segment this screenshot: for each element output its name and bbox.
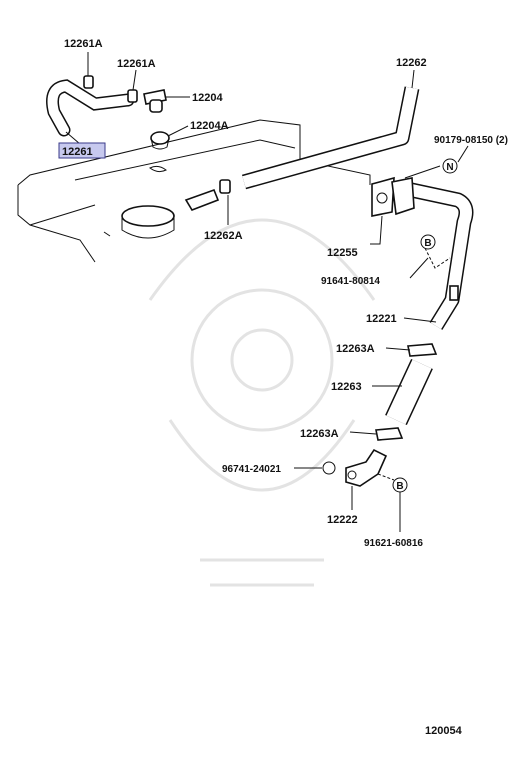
- cylinder-head-cover: [17, 119, 371, 263]
- clamp-12263A-b[interactable]: [375, 427, 404, 441]
- label-12204[interactable]: 12204: [192, 92, 223, 104]
- label-12263A-2[interactable]: 12263A: [300, 428, 339, 440]
- svg-text:B: B: [396, 481, 403, 492]
- callout-N: N: [442, 158, 458, 174]
- pcv-valve-12204[interactable]: [143, 89, 167, 113]
- o-ring-96741[interactable]: [322, 461, 336, 475]
- label-12261A-top[interactable]: 12261A: [64, 38, 103, 50]
- label-12221[interactable]: 12221: [366, 313, 397, 325]
- label-12204A[interactable]: 12204A: [190, 120, 229, 132]
- label-91621-60816[interactable]: 91621-60816: [364, 538, 423, 549]
- clamp-12261A-a[interactable]: [83, 75, 94, 89]
- label-12263A-1[interactable]: 12263A: [336, 343, 375, 355]
- watermark-emblem: [148, 218, 376, 587]
- label-96741-24021[interactable]: 96741-24021: [222, 464, 281, 475]
- svg-text:N: N: [446, 162, 453, 173]
- label-12262[interactable]: 12262: [396, 57, 427, 69]
- label-12261[interactable]: 12261: [62, 146, 93, 158]
- label-12255[interactable]: 12255: [327, 247, 358, 259]
- label-90179-08150[interactable]: 90179-08150 (2): [434, 135, 508, 146]
- label-12263[interactable]: 12263: [331, 381, 362, 393]
- clamp-12263A-a[interactable]: [407, 343, 438, 357]
- figure-number: 120054: [425, 725, 463, 737]
- clamp-12262A[interactable]: [184, 179, 231, 211]
- callout-B-lower: B: [392, 477, 408, 493]
- label-12262A[interactable]: 12262A: [204, 230, 243, 242]
- hose-12262[interactable]: [241, 86, 420, 190]
- gasket-12255[interactable]: [371, 176, 395, 217]
- clamp-12261A-b[interactable]: [127, 89, 138, 103]
- callout-B-upper: B: [420, 234, 436, 250]
- union-12222[interactable]: [345, 448, 388, 487]
- hose-12263[interactable]: [385, 358, 433, 426]
- label-12222[interactable]: 12222: [327, 514, 358, 526]
- leader-lines: [65, 52, 469, 532]
- hose-12261[interactable]: [46, 79, 135, 137]
- highlight-box: [58, 142, 106, 159]
- label-12261A-2[interactable]: 12261A: [117, 58, 156, 70]
- svg-text:B: B: [424, 238, 431, 249]
- grommet-12204A[interactable]: [150, 131, 170, 150]
- label-91641-80814[interactable]: 91641-80814: [321, 276, 380, 287]
- pipe-12221[interactable]: [391, 177, 474, 330]
